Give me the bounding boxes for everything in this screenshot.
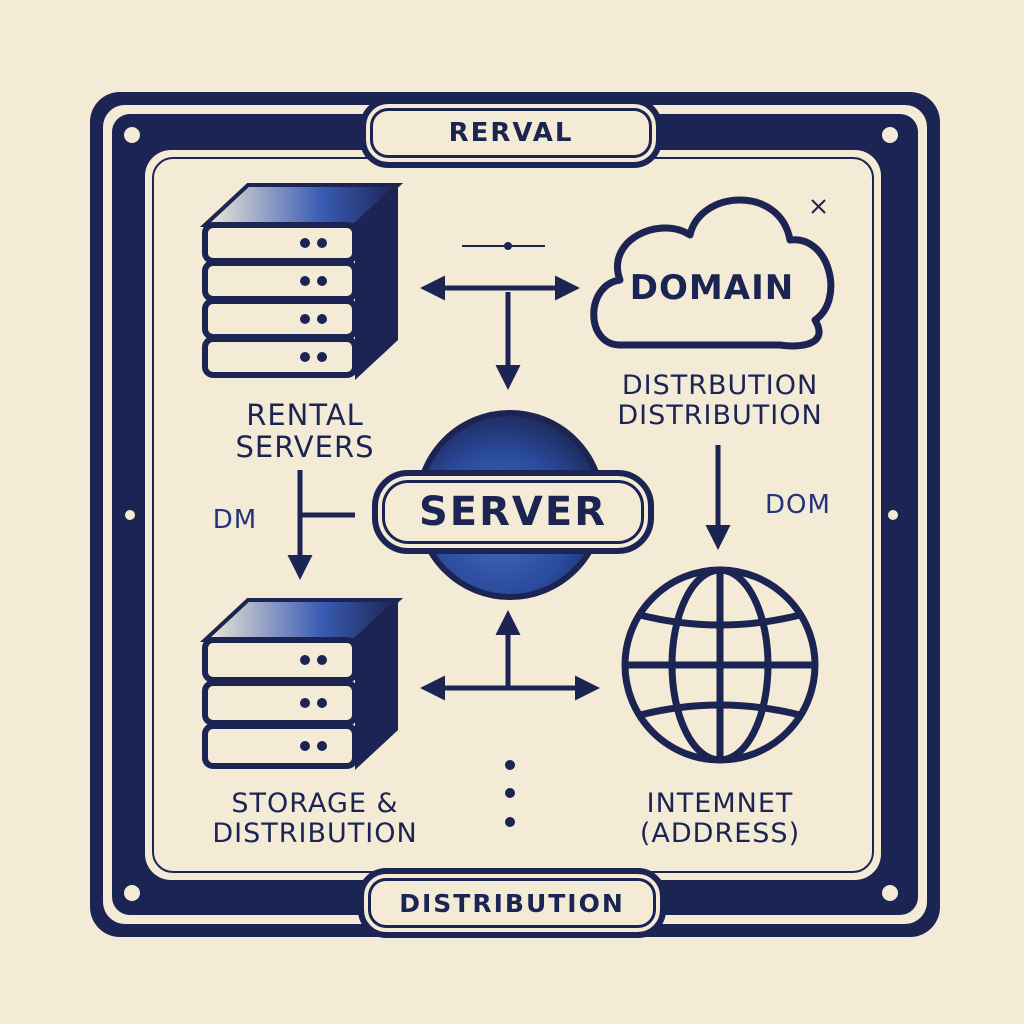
cloud-icon [590, 196, 835, 350]
rental-servers-icon [199, 183, 404, 380]
arrow-label-right: DOM [765, 490, 831, 520]
internet-globe-icon [621, 566, 819, 764]
storage-line1: STORAGE & [231, 788, 399, 819]
internet-line2: (ADDRESS) [639, 818, 801, 849]
top-banner-text: RERVAL [448, 118, 574, 148]
domain-caption-line2: DISTRIBUTION [617, 400, 823, 431]
top-banner: RERVAL [360, 98, 662, 168]
domain-caption-line1: DISTRBUTION [621, 370, 819, 401]
domain-title: DOMAIN [629, 268, 795, 308]
server-node-title: SERVER [418, 489, 607, 535]
dot-ornament [505, 760, 515, 827]
arrow-label-left: DM [212, 505, 258, 535]
rental-servers-line2: SERVERS [235, 430, 375, 464]
internet-line1: INTEMNET [646, 788, 794, 819]
bottom-banner-text: DISTRIBUTION [399, 888, 625, 918]
connector-arrows [287, 242, 731, 701]
server-node: SERVER [372, 470, 654, 554]
rental-servers-line1: RENTAL [246, 398, 364, 432]
bottom-banner: DISTRIBUTION [358, 868, 666, 938]
storage-icon [199, 598, 404, 770]
storage-line2: DISTRIBUTION [212, 818, 418, 849]
